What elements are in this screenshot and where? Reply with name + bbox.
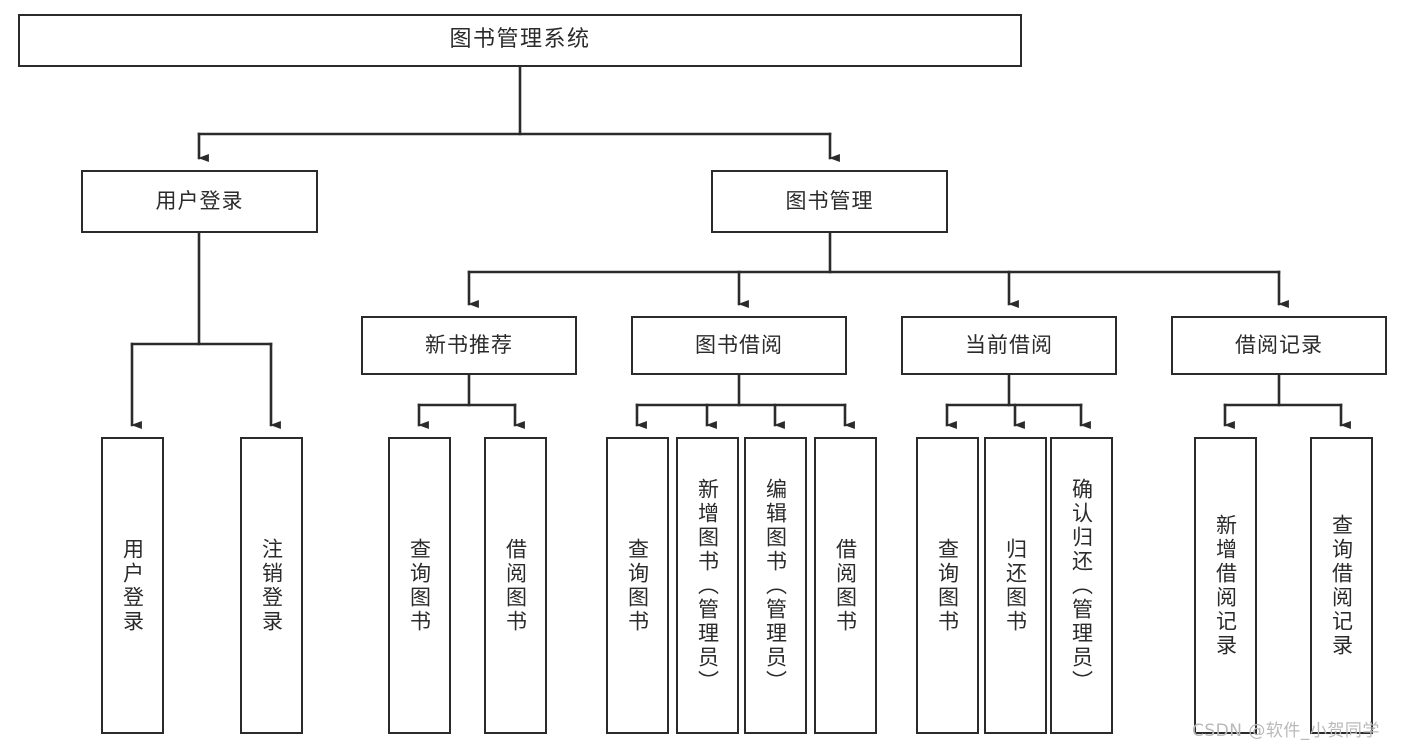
node-label: 图书借阅 [695,332,783,357]
node-book-borrow[interactable]: 图书借阅 [631,316,847,375]
leaf-query-books-current[interactable]: 查询图书 [916,437,979,734]
node-borrow-record[interactable]: 借阅记录 [1171,316,1387,375]
leaf-add-borrow-record[interactable]: 新增借阅记录 [1194,437,1257,734]
node-book-management[interactable]: 图书管理 [711,170,948,233]
node-label: 用户登录 [120,537,145,634]
leaf-query-books-borrow[interactable]: 查询图书 [606,437,669,734]
node-current-borrow[interactable]: 当前借阅 [901,316,1117,375]
node-user-login[interactable]: 用户登录 [81,170,318,233]
node-label: 新增借阅记录 [1213,513,1238,658]
node-label: 当前借阅 [965,332,1053,357]
leaf-query-books-recommend[interactable]: 查询图书 [388,437,451,734]
node-label: 归还图书 [1003,537,1028,634]
node-label: 查询借阅记录 [1329,513,1354,658]
leaf-borrow-books-recommend[interactable]: 借阅图书 [484,437,547,734]
node-label: 新增图书（管理员） [695,477,720,694]
node-label: 借阅记录 [1235,332,1323,357]
node-label: 借阅图书 [503,537,528,634]
watermark-text: CSDN @软件_小贺同学 [1192,721,1380,741]
node-label: 图书管理 [785,188,874,213]
leaf-user-login[interactable]: 用户登录 [101,437,164,734]
leaf-add-book-admin[interactable]: 新增图书（管理员） [676,437,739,734]
node-label: 查询图书 [935,537,960,634]
node-label: 用户登录 [155,188,244,213]
node-label: 查询图书 [625,537,650,634]
node-label: 确认归还（管理员） [1069,477,1094,694]
leaf-return-book[interactable]: 归还图书 [984,437,1047,734]
node-label: 查询图书 [407,537,432,634]
leaf-borrow-book[interactable]: 借阅图书 [814,437,877,734]
leaf-logout[interactable]: 注销登录 [240,437,303,734]
leaf-confirm-return-admin[interactable]: 确认归还（管理员） [1050,437,1113,734]
leaf-query-borrow-record[interactable]: 查询借阅记录 [1310,437,1373,734]
leaf-edit-book-admin[interactable]: 编辑图书（管理员） [744,437,807,734]
node-root-system[interactable]: 图书管理系统 [18,14,1022,67]
node-label: 新书推荐 [425,332,513,357]
node-label: 图书管理系统 [449,27,591,53]
node-label: 注销登录 [259,537,284,634]
node-label: 借阅图书 [833,537,858,634]
node-new-book-recommend[interactable]: 新书推荐 [361,316,577,375]
node-label: 编辑图书（管理员） [763,477,788,694]
